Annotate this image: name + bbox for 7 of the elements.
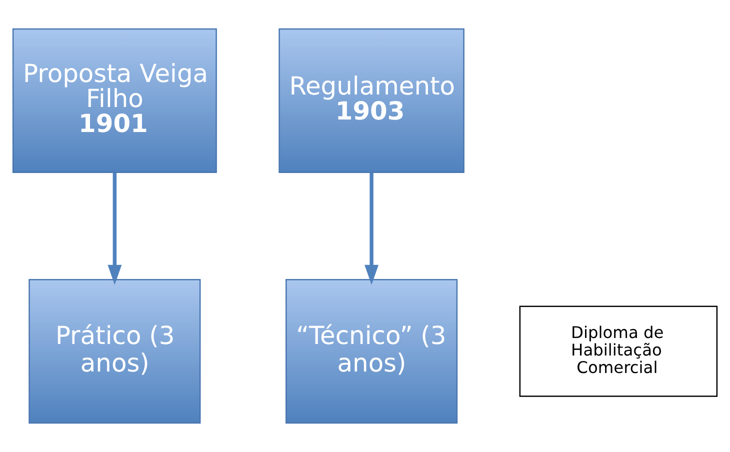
node-box: Proposta Veiga Filho 1901 [12, 28, 217, 173]
node-box: Regulamento 1903 [278, 28, 464, 173]
node-box: “Técnico” (3 anos) [286, 279, 458, 424]
arrow [108, 172, 122, 285]
node-box: Prático (3 anos) [28, 279, 201, 424]
arrow [364, 172, 379, 285]
node-box: Diploma de Habilitação Comercial [519, 306, 718, 397]
